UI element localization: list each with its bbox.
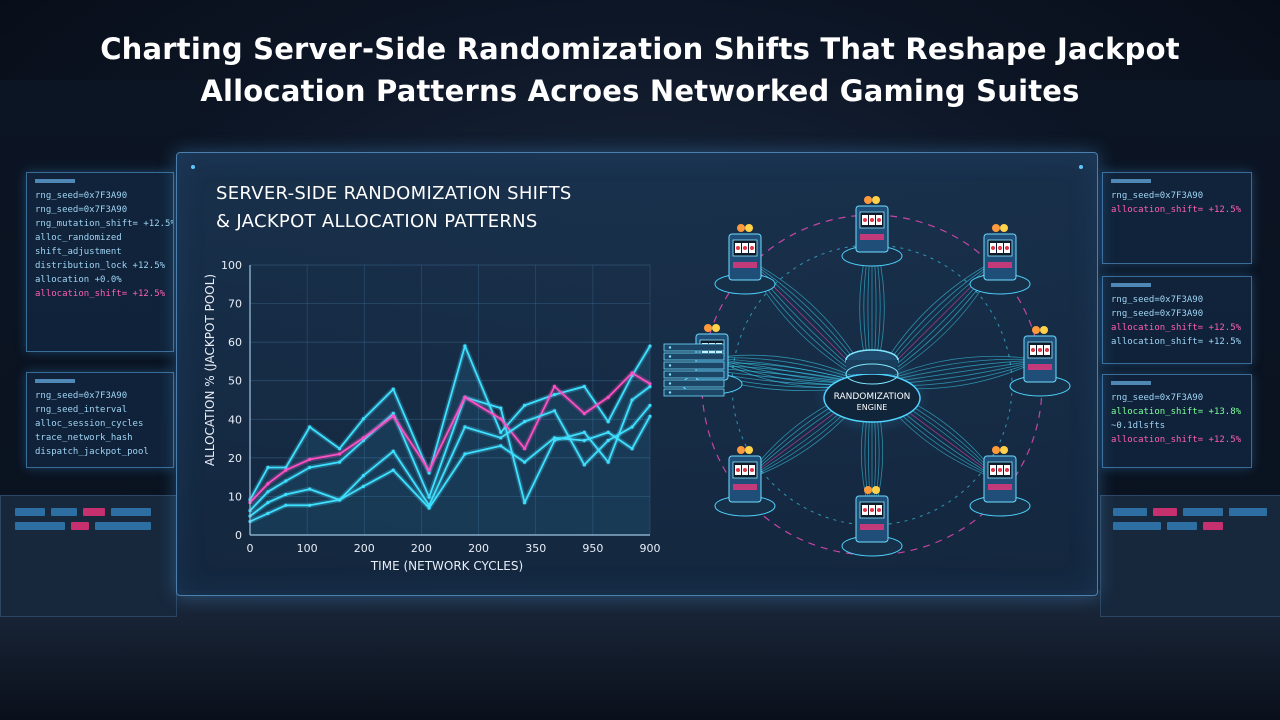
- side-screen-left-bottom: rng_seed=0x7F3A90 rng_seed_interval allo…: [26, 372, 174, 468]
- chart-title: SERVER-SIDE RANDOMIZATION SHIFTS & JACKP…: [216, 180, 572, 236]
- panel-indicator-dot: [1079, 165, 1083, 169]
- page-title: Charting Server-Side Randomization Shift…: [0, 28, 1280, 112]
- floor: [0, 590, 1280, 720]
- page-title-line-2: Allocation Patterns Acroes Networked Gam…: [200, 74, 1080, 108]
- chart-title-line-2: & JACKPOT ALLOCATION PATTERNS: [216, 211, 538, 232]
- chart-title-line-1: SERVER-SIDE RANDOMIZATION SHIFTS: [216, 183, 572, 204]
- panel-indicator-dot: [191, 165, 195, 169]
- side-screen-left-top: rng_seed=0x7F3A90 rng_seed=0x7F3A90 rng_…: [26, 172, 174, 352]
- side-screen-right-bottom: rng_seed=0x7F3A90 allocation_shift= +13.…: [1102, 374, 1252, 468]
- left-console: [0, 495, 177, 617]
- side-screen-right-top: rng_seed=0x7F3A90 allocation_shift= +12.…: [1102, 172, 1252, 264]
- right-console: [1100, 495, 1280, 617]
- page-title-line-1: Charting Server-Side Randomization Shift…: [100, 32, 1180, 66]
- side-screen-right-middle: rng_seed=0x7F3A90 rng_seed=0x7F3A90 allo…: [1102, 276, 1252, 364]
